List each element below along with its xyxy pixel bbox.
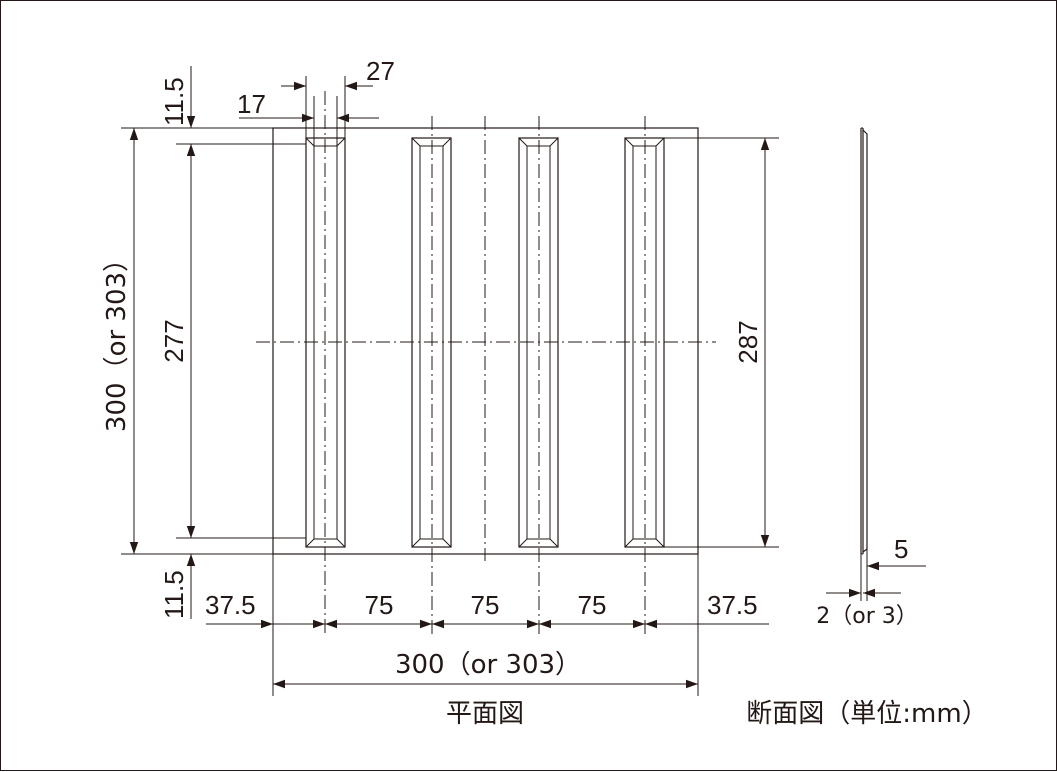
dim-bar-length: 277	[159, 144, 196, 538]
dim-pitch-1-label: 75	[365, 590, 394, 620]
dim-bar-span-label: 287	[733, 320, 763, 363]
dim-bottom-offset-label: 11.5	[159, 570, 189, 619]
section-view-caption: 断面図（単位:mm）	[746, 699, 987, 729]
plan-view-caption: 平面図	[446, 699, 524, 729]
dim-total-width: 300（or 303）	[273, 650, 698, 689]
dim-total-height: 300（or 303）	[102, 128, 139, 554]
section-view: 5 2（or 3） 断面図（単位:mm）	[746, 127, 988, 729]
dim-top-offset: 11.5	[159, 66, 196, 128]
dim-bar-length-label: 277	[159, 319, 189, 362]
extension-lines	[121, 76, 779, 696]
dim-bar-height-label: 5	[894, 534, 908, 564]
dim-bottom-offset: 11.5	[159, 554, 196, 619]
section-profile	[860, 127, 868, 555]
dim-pitch-2-label: 75	[471, 590, 500, 620]
dim-total-height-label: 300（or 303）	[102, 246, 132, 432]
dim-edge-right-label: 37.5	[707, 590, 758, 620]
dim-total-width-label: 300（or 303）	[395, 650, 581, 680]
dim-top-offset-label: 11.5	[159, 77, 189, 126]
dim-bar-outer-width: 27	[281, 56, 395, 91]
dim-pitch-3-label: 75	[578, 590, 607, 620]
dim-plate-thickness-label: 2（or 3）	[816, 604, 918, 629]
dim-edge-left-label: 37.5	[205, 590, 256, 620]
dim-bar-outer-width-label: 27	[366, 56, 395, 86]
dim-bar-height: 5	[860, 534, 926, 601]
dim-pitch-row: 37.5 75 75 75 37.5	[205, 590, 769, 629]
plan-view: 11.5 11.5 300（or 303） 277 287 27	[102, 56, 779, 729]
dim-bar-width: 17	[237, 89, 379, 123]
center-lines	[256, 91, 716, 636]
dim-plate-thickness: 2（or 3）	[816, 588, 918, 629]
dim-bar-span: 287	[733, 138, 770, 547]
dim-bar-width-label: 17	[237, 89, 266, 119]
